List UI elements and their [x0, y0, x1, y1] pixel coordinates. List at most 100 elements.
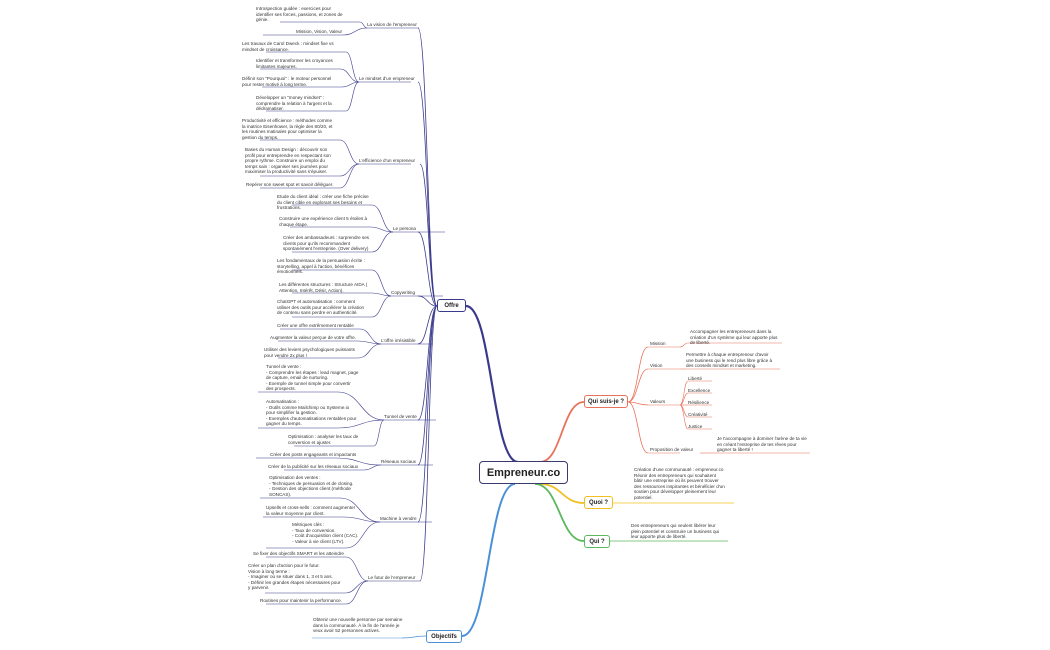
central-node[interactable]: Empreneur.co [479, 461, 568, 484]
leaf-vision-1: Introspection guidée : exercices pour id… [256, 6, 343, 23]
leaf-efficience-3: Repérer son sweet spot et savoir délégue… [246, 182, 334, 187]
topic-persona[interactable]: Le persona [393, 226, 416, 231]
link-machine-2 [345, 521, 381, 549]
link-efficience-0 [339, 139, 360, 165]
topic-machine[interactable]: Machine à vendre [380, 516, 417, 521]
link-futur-2 [345, 580, 369, 605]
link-offre-vision [417, 27, 438, 307]
link-tunnel-0 [337, 391, 385, 421]
link-offre-futur [419, 305, 438, 582]
topic-vision-qsj[interactable]: Vision [650, 363, 663, 368]
link-machine-1 [342, 516, 381, 523]
leaf-persona-1: Etude du client idéal : créer une fiche … [277, 194, 369, 211]
link-qsj-mission [627, 346, 649, 403]
branch-quoi[interactable]: Quoi ? [584, 496, 613, 509]
topic-tunnel[interactable]: Tunnel de vente [384, 414, 417, 419]
link-mindset-2 [341, 81, 360, 88]
leaf-futur-2: Créer un plan d'action pour le futur. Vi… [248, 563, 341, 591]
link-objectifs-leaf [401, 635, 427, 639]
leaf-vision-qsj: Permettre à chaque entrepreneur d'avoir … [686, 352, 773, 369]
link-copywriting-2 [371, 295, 392, 318]
link-qsj-valeurs [627, 401, 649, 406]
link-offre_irr-0 [359, 328, 382, 345]
leaf-valeur-5: Justice [688, 424, 703, 429]
topic-vision[interactable]: La vision de l'empreneur [367, 22, 417, 27]
leaf-efficience-1: Productivité et efficience : méthodes co… [242, 118, 333, 140]
link-futur-0 [345, 556, 369, 582]
leaf-copywriting-2: Les différentes structures : Structure A… [279, 282, 368, 293]
leaf-vision-2: Mission, Vision, Valeur [296, 29, 343, 34]
leaf-tunnel-2: Automatisation : - Outils comme Mailchim… [266, 399, 357, 427]
link-futur-1 [344, 580, 369, 594]
leaf-reseaux-1: Créer des posts engageants et impactants [270, 452, 357, 457]
link-tunnel-1 [337, 419, 385, 429]
leaf-machine-1: Optimisation des ventes : - Techniques d… [269, 475, 354, 497]
leaf-valeur-4: Créativité [688, 412, 708, 417]
link-efficience-2 [339, 163, 360, 189]
leaf-mission: Accompagner les entrepreneurs dans la cr… [690, 329, 778, 346]
leaf-copywriting-1: Les fondamentaux de la persuasion écrite… [277, 258, 365, 275]
branch-qui[interactable]: Qui ? [584, 535, 610, 548]
link-offre-mindset [417, 81, 438, 307]
branch-qui-label: Qui ? [589, 538, 605, 545]
quoi-text: Création d'une communauté : empreneur.co… [634, 467, 725, 500]
leaf-machine-3: Métriques clés : - Taux de conversion. -… [292, 522, 359, 544]
link-copywriting-1 [371, 292, 392, 297]
leaf-offre-2: Augmenter la valeur perçue de votre offr… [270, 335, 356, 340]
link-vision-0 [359, 21, 368, 29]
link-mindset-0 [345, 51, 360, 83]
leaf-copywriting-3: ChatGPT et automatisation : comment util… [277, 299, 365, 316]
link-mindset-3 [345, 81, 360, 112]
link-reseaux-0 [335, 457, 382, 466]
link-mindset-1 [339, 68, 360, 83]
link-copywriting-0 [371, 269, 392, 297]
leaf-mindset-4: Développer un "money mindset" : comprend… [256, 95, 332, 112]
topic-efficience[interactable]: L'efficience d'un empreneur [359, 158, 416, 163]
link-offre_irr-1 [357, 340, 382, 345]
topic-offre-irresistible[interactable]: L'offre irrésistible [381, 338, 416, 343]
leaf-valeur-1: Liberté [688, 376, 703, 381]
topic-mindset[interactable]: Le mindset d'un empreneur [359, 76, 415, 81]
link-offre-machine [417, 305, 438, 523]
topic-futur[interactable]: Le futur de l'empreneur [368, 575, 416, 580]
link-persona-1 [369, 226, 394, 233]
leaf-mindset-2: Identifier et transformer les croyances … [256, 58, 333, 69]
link-tunnel-2 [373, 419, 385, 447]
topic-proposition[interactable]: Proposition de valeur [650, 447, 694, 452]
link-qsj-proposition [627, 401, 649, 454]
link-central-offre [465, 304, 519, 464]
objectifs-text: Obtenir une nouvelle personne par semain… [313, 617, 403, 634]
link-central-objectifs [461, 483, 516, 637]
link-valeur-1 [679, 392, 689, 406]
branch-quoi-label: Quoi ? [589, 499, 608, 506]
branch-objectifs-label: Objectifs [431, 633, 457, 640]
link-offre-persona [417, 231, 438, 307]
topic-mission[interactable]: Mission [650, 341, 666, 346]
qui-text: Des entrepreneurs qui veulent libérer le… [631, 523, 720, 540]
link-machine-0 [339, 497, 381, 523]
leaf-persona-2: Construire une expérience client 5 étoil… [279, 216, 368, 227]
link-reseaux-1 [363, 464, 382, 471]
branch-qui-suis-je[interactable]: Qui suis-je ? [584, 395, 628, 408]
link-central-qui [534, 483, 585, 542]
branch-qui-suis-je-label: Qui suis-je ? [587, 398, 624, 405]
leaf-valeur-3: Résilience [688, 400, 710, 405]
topic-reseaux[interactable]: Réseaux sociaux [381, 459, 416, 464]
leaf-mindset-3: Définir son "Pourquoi" : le moteur perso… [242, 76, 332, 87]
link-offre-reseaux [417, 305, 438, 466]
link-offre-offre-irresistible [417, 305, 438, 345]
branch-objectifs[interactable]: Objectifs [426, 630, 462, 643]
link-offre-tunnel [417, 305, 438, 421]
leaf-mindset-1: Les travaux de Carol Dweck : mindset fix… [242, 41, 334, 52]
link-persona-0 [371, 204, 394, 233]
leaf-proposition: Je t'accompagne à dominer l'arène de ta … [717, 436, 807, 453]
branch-offre[interactable]: Offre [437, 299, 466, 312]
topic-copywriting[interactable]: Copywriting [391, 290, 415, 295]
link-mission-leaf [679, 342, 689, 348]
leaf-persona-3: Créer des ambassadeurs : surprendre ses … [283, 235, 370, 252]
topic-valeurs[interactable]: Valeurs [650, 399, 666, 404]
branch-offre-label: Offre [444, 302, 459, 309]
link-central-quoi [539, 483, 585, 504]
link-efficience-1 [339, 163, 360, 177]
